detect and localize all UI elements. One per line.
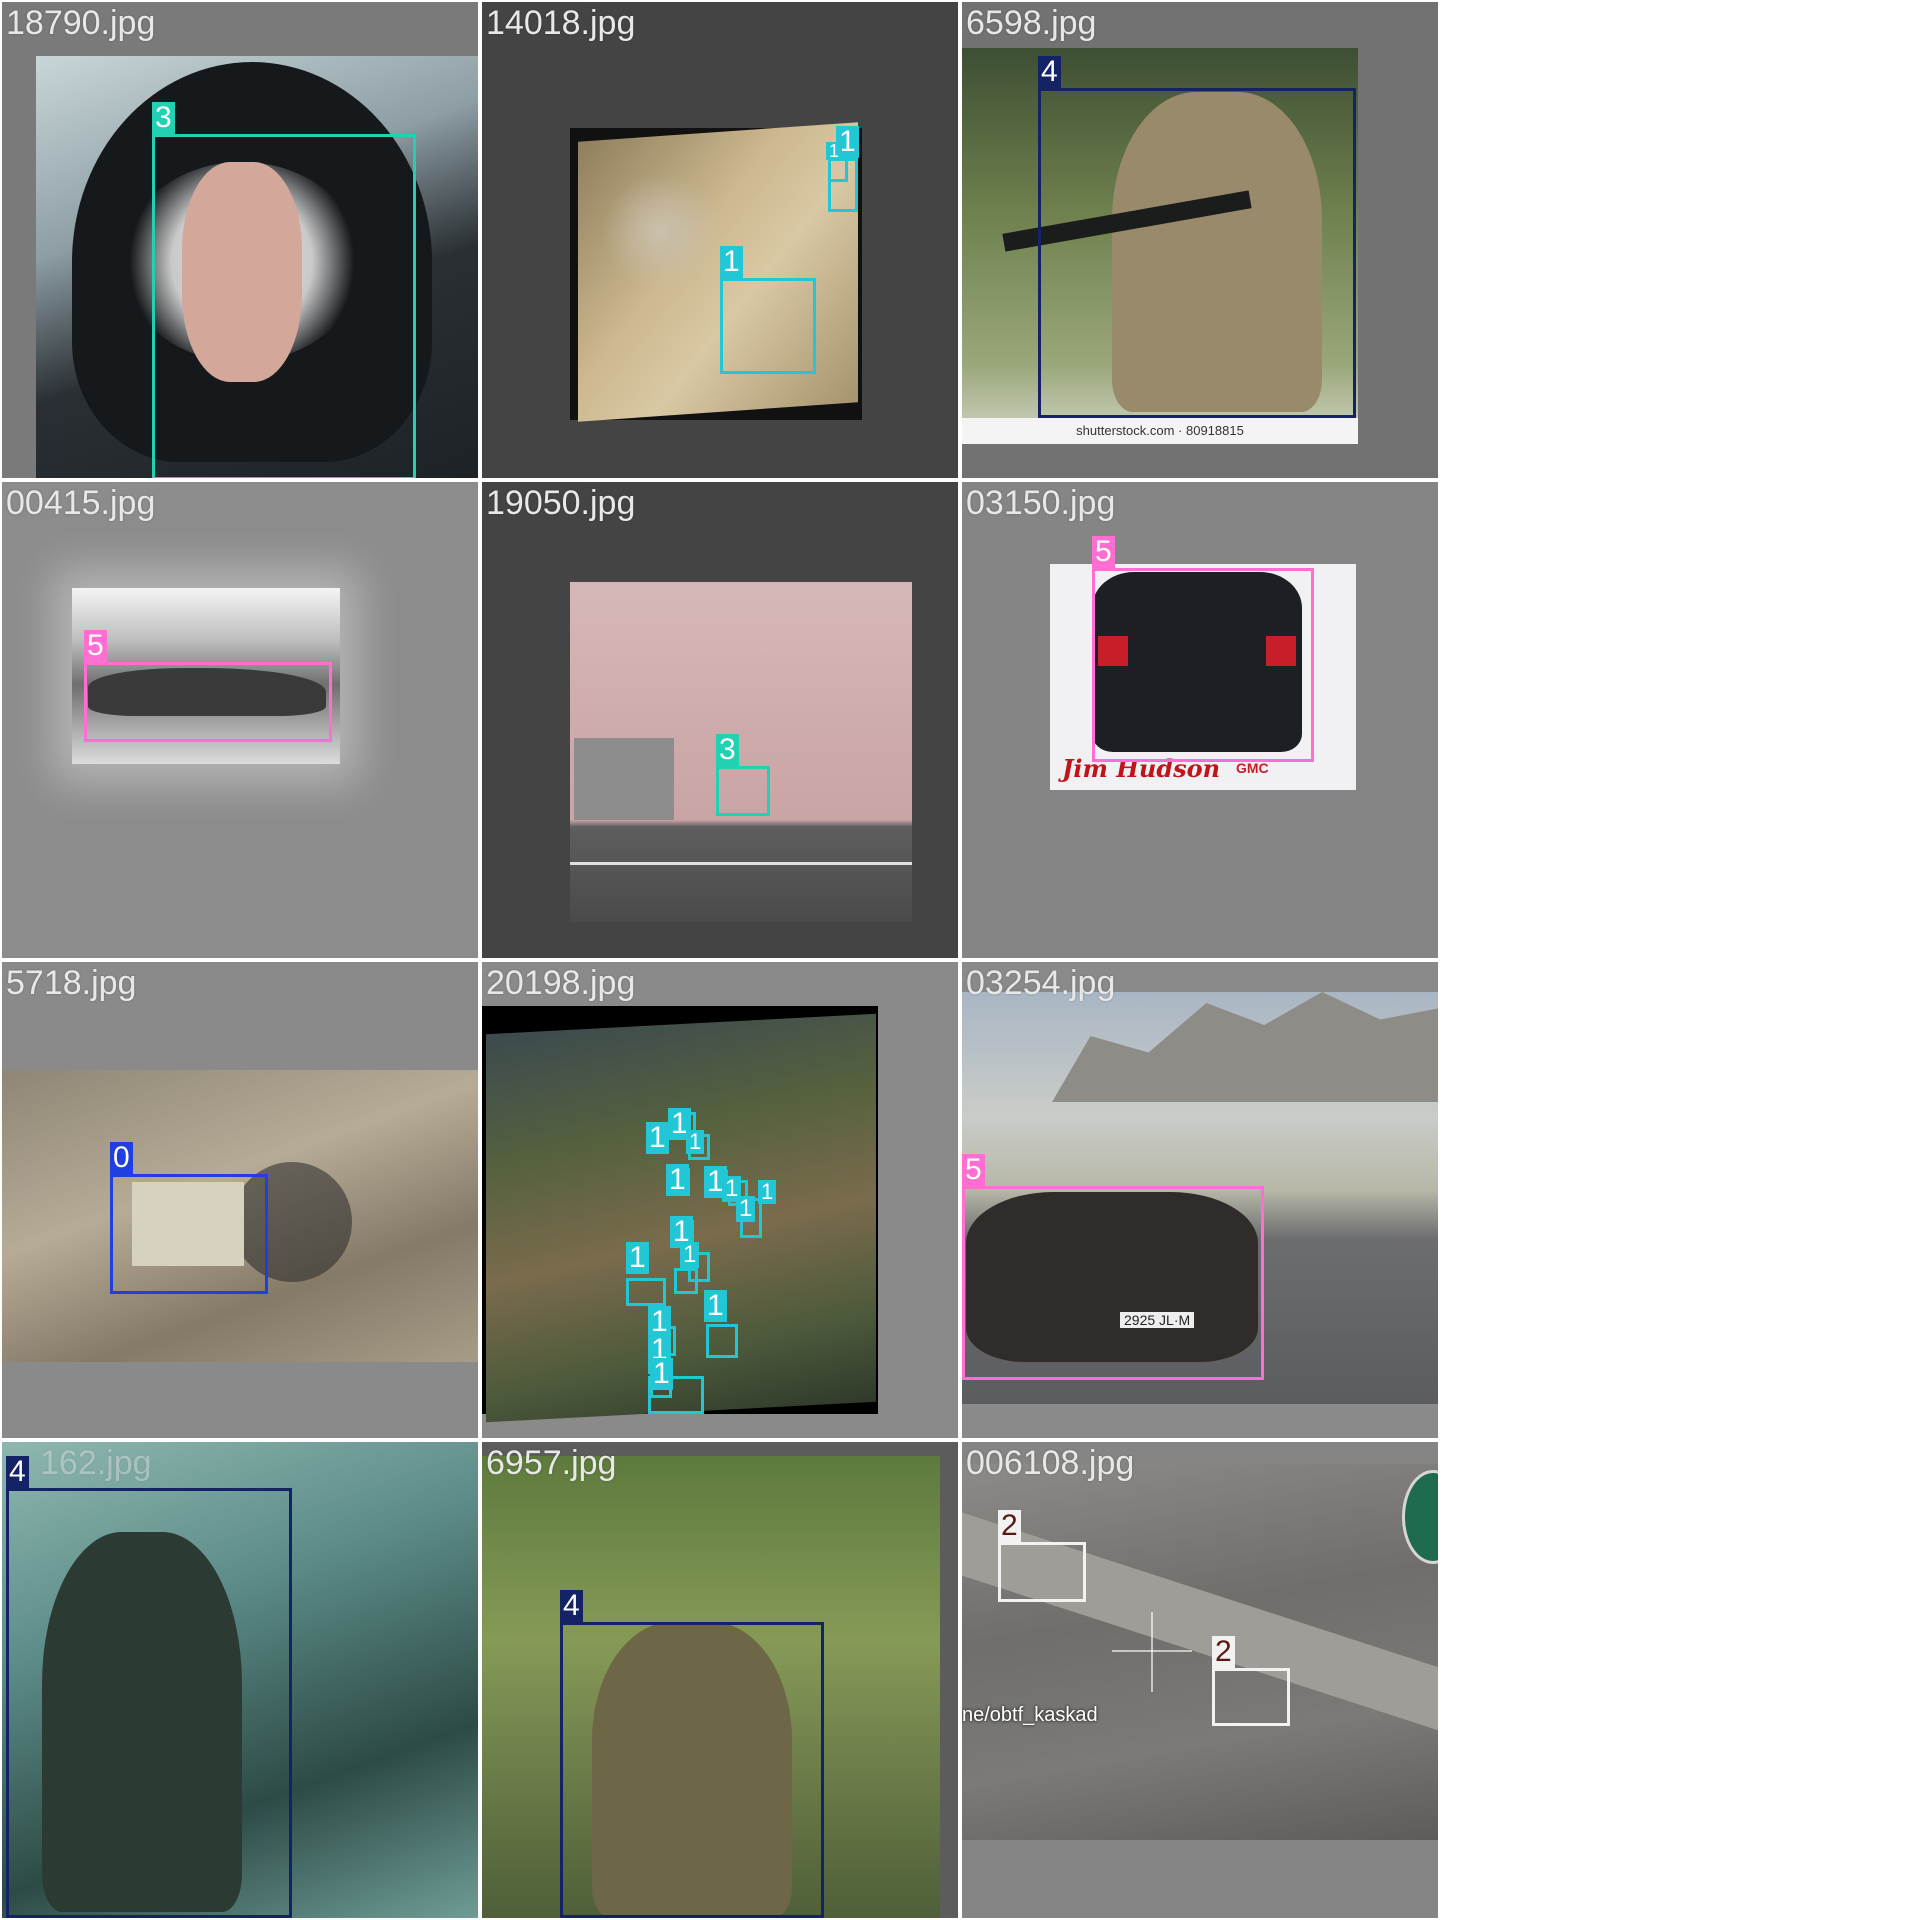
tile-filename: 6598.jpg — [966, 4, 1097, 42]
tile-6598: shutterstock.com · 80918815 6598.jpg 4 — [962, 2, 1438, 478]
sniper-figure — [1112, 92, 1322, 412]
bbox-label: 1 — [686, 1130, 705, 1154]
bbox-label: 0 — [110, 1142, 133, 1174]
tile-20198: 20198.jpg 1 1 1 1 1 1 1 1 1 1 1 1 1 1 1 — [482, 962, 958, 1438]
tile-filename: 20198.jpg — [486, 964, 636, 1002]
bbox-label: 2 — [998, 1510, 1021, 1542]
soldier-figure — [592, 1622, 792, 1918]
bbox — [84, 662, 332, 742]
tile-filename: 19050.jpg — [486, 484, 636, 522]
bbox — [560, 1622, 824, 1918]
bbox-label: 1 — [704, 1166, 727, 1198]
tile-filename: 00415.jpg — [6, 484, 156, 522]
tile-00415: 00415.jpg 5 — [2, 482, 478, 958]
tile-filename: 6957.jpg — [486, 1444, 617, 1482]
bbox-label: 1 — [722, 1176, 742, 1202]
bbox-label: 1 — [720, 246, 743, 278]
bbox-label: 5 — [962, 1154, 985, 1186]
tail-light-left — [1098, 636, 1128, 666]
car-shape — [966, 1192, 1258, 1362]
bbox — [962, 1186, 1264, 1380]
tile-006108: ne/obtf_kaskad 006108.jpg 2 2 — [962, 1442, 1438, 1918]
tile-filename: 5718.jpg — [6, 964, 137, 1002]
tile-6957: 6957.jpg 4 — [482, 1442, 958, 1918]
bbox-label: 4 — [1038, 56, 1061, 88]
license-plate: 2925 JL·M — [1120, 1312, 1195, 1328]
tile-18790: 18790.jpg 3 — [2, 2, 478, 478]
bbox — [626, 1278, 666, 1306]
bbox-label: 1 — [648, 1306, 671, 1338]
shutter-door — [574, 738, 674, 820]
bbox-label: 1 — [704, 1290, 727, 1322]
bbox — [720, 278, 816, 374]
bbox — [828, 158, 858, 212]
crosshair-vertical — [1151, 1612, 1153, 1692]
bbox — [110, 1174, 268, 1294]
bbox-label: 5 — [84, 630, 107, 662]
bbox-label: 1 — [650, 1358, 673, 1390]
tile-filename: 03254.jpg — [966, 964, 1116, 1002]
road-line — [570, 862, 912, 865]
tile-filename: 18790.jpg — [6, 4, 156, 42]
bbox-label: 1 — [758, 1180, 777, 1204]
channel-watermark: ne/obtf_kaskad — [962, 1704, 1098, 1726]
tile-03150: Jim Hudson GMC 03150.jpg 5 — [962, 482, 1438, 958]
bbox-label: 1 — [826, 142, 843, 160]
tile-5718: 5718.jpg 0 — [2, 962, 478, 1438]
tile-14018: 14018.jpg 1 1 1 — [482, 2, 958, 478]
dealer-signature: Jim Hudson — [1062, 754, 1221, 783]
tail-light-right — [1266, 636, 1296, 666]
bbox — [1212, 1668, 1290, 1726]
bbox-label: 3 — [716, 734, 739, 766]
bbox-label: 1 — [626, 1242, 649, 1274]
bbox — [1038, 88, 1356, 418]
tile-filename: 14018.jpg — [486, 4, 636, 42]
watermark: shutterstock.com · 80918815 — [962, 418, 1358, 444]
tank-shadow — [232, 1162, 352, 1282]
bbox-label: 1 — [736, 1196, 756, 1222]
bbox — [152, 134, 416, 478]
tile-filename: 03150.jpg — [966, 484, 1116, 522]
tile-filename: 006108.jpg — [966, 1444, 1135, 1482]
brand-text: GMC — [1236, 760, 1269, 776]
tile-03254: 2925 JL·M 03254.jpg 5 — [962, 962, 1438, 1438]
bbox — [674, 1268, 698, 1294]
car-shape — [88, 668, 326, 716]
bbox-label: 1 — [680, 1242, 700, 1268]
bbox-label: 1 — [668, 1108, 691, 1140]
dust-cloud — [602, 172, 722, 292]
bbox — [706, 1324, 738, 1358]
bbox-label: 1 — [666, 1164, 689, 1196]
bbox — [998, 1542, 1086, 1602]
bbox-label: 2 — [1212, 1636, 1235, 1668]
tile-filename: 162.jpg — [40, 1444, 152, 1482]
bbox — [716, 766, 770, 816]
bbox-label: 4 — [6, 1456, 29, 1488]
tile-19050: 19050.jpg 3 — [482, 482, 958, 958]
bbox — [1092, 568, 1314, 762]
bbox-label: 5 — [1092, 536, 1115, 568]
bbox-label: 3 — [152, 102, 175, 134]
bbox-label: 1 — [670, 1216, 693, 1248]
bbox — [648, 1376, 704, 1414]
bbox — [6, 1488, 292, 1918]
soldier-figure — [42, 1532, 242, 1912]
tile-162: 162.jpg 4 — [2, 1442, 478, 1918]
bbox-label: 1 — [646, 1122, 669, 1154]
tank-shape — [132, 1182, 244, 1266]
bbox-label: 4 — [560, 1590, 583, 1622]
hand-shape — [182, 162, 302, 382]
